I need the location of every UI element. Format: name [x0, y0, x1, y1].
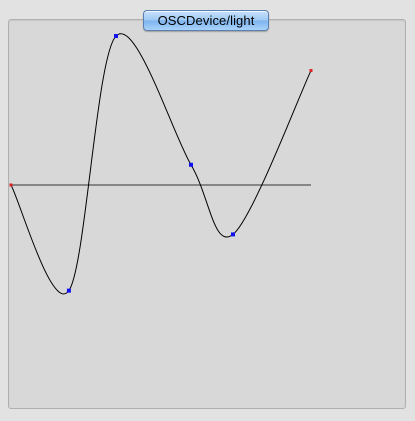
control-points: [9, 34, 313, 293]
envelope-curve[interactable]: [10, 33, 312, 295]
curve-control-point[interactable]: [66, 288, 71, 293]
curve-control-point[interactable]: [231, 232, 235, 237]
curve-endpoint-handle[interactable]: [9, 183, 13, 187]
curve-control-point[interactable]: [189, 162, 193, 167]
window-title: OSCDevice/light: [143, 10, 269, 31]
window-title-label: OSCDevice/light: [157, 13, 255, 28]
curve-endpoint-handle[interactable]: [309, 69, 313, 73]
curve-editor-panel[interactable]: [8, 19, 406, 409]
curve-control-point[interactable]: [114, 34, 118, 39]
